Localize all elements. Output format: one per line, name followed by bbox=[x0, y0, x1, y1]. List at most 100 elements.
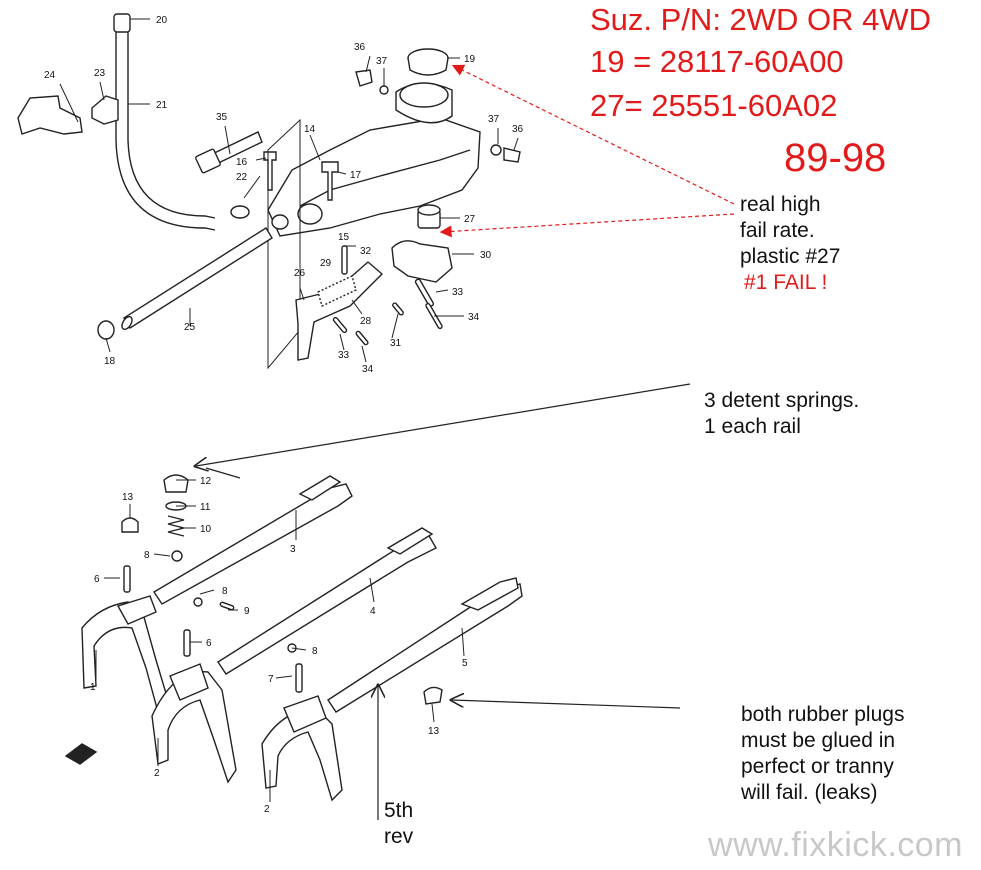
shaft-25 bbox=[121, 227, 273, 331]
label-22: 22 bbox=[236, 172, 248, 183]
pin-32 bbox=[341, 245, 348, 275]
label-15: 15 bbox=[338, 232, 350, 243]
bolt-36-right bbox=[503, 147, 521, 163]
label-16: 16 bbox=[236, 157, 248, 168]
label-7: 7 bbox=[268, 674, 274, 685]
label-35: 35 bbox=[216, 112, 228, 123]
bolt-35 bbox=[195, 131, 263, 174]
shift-case-14 bbox=[267, 82, 481, 370]
label-32: 32 bbox=[360, 246, 372, 257]
header-part-numbers-title: Suz. P/N: 2WD OR 4WD bbox=[590, 2, 932, 37]
label-31: 31 bbox=[390, 338, 402, 349]
spring-10 bbox=[167, 515, 185, 537]
note-detent-springs: 3 detent springs. 1 each rail bbox=[704, 388, 859, 440]
label-20: 20 bbox=[156, 15, 168, 26]
label-6a: 6 bbox=[94, 574, 100, 585]
ball-8b bbox=[193, 597, 203, 607]
rail-5 bbox=[327, 577, 523, 713]
label-30: 30 bbox=[480, 250, 492, 261]
label-19: 19 bbox=[464, 54, 476, 65]
plug-13-bottom bbox=[423, 686, 443, 705]
note-plugs-line-2: must be glued in bbox=[741, 729, 896, 752]
label-14: 14 bbox=[304, 124, 316, 135]
fork-2b bbox=[261, 695, 343, 802]
note-detent-line-2: 1 each rail bbox=[704, 415, 801, 438]
label-26: 26 bbox=[294, 268, 306, 279]
note-fail-red: #1 FAIL ! bbox=[744, 271, 828, 294]
label-17: 17 bbox=[350, 170, 362, 181]
label-10: 10 bbox=[200, 524, 212, 535]
pin-6b bbox=[183, 629, 191, 657]
bolt-17 bbox=[321, 161, 339, 201]
pin-6a bbox=[123, 565, 131, 593]
front-arrow-icon bbox=[64, 743, 98, 765]
label-5: 5 bbox=[462, 658, 468, 669]
note-rubber-plugs: both rubber plugs must be glued in perfe… bbox=[741, 702, 904, 806]
watermark: www.fixkick.com bbox=[708, 826, 963, 864]
note-plugs-line-1: both rubber plugs bbox=[741, 703, 905, 726]
boot-19 bbox=[407, 48, 449, 76]
bracket-24 bbox=[17, 95, 83, 135]
note-rev-line-1: 5th bbox=[384, 799, 414, 822]
label-4: 4 bbox=[370, 606, 376, 617]
label-6b: 6 bbox=[206, 638, 212, 649]
pin-34b bbox=[355, 330, 369, 346]
label-13-top: 13 bbox=[122, 492, 134, 503]
fork-1 bbox=[81, 595, 169, 714]
label-34a: 34 bbox=[468, 312, 480, 323]
header-part-19: 19 = 28117-60A00 bbox=[590, 44, 844, 79]
bolt-16 bbox=[263, 151, 277, 191]
seal-18 bbox=[97, 320, 115, 340]
pin-31 bbox=[392, 302, 404, 316]
label-36-top: 36 bbox=[354, 42, 366, 53]
fork-2a bbox=[151, 663, 237, 784]
note-detent-line-1: 3 detent springs. bbox=[704, 389, 860, 412]
clamp-23 bbox=[91, 95, 119, 125]
pin-9 bbox=[219, 601, 235, 611]
note-fail-line-3: plastic #27 bbox=[740, 245, 841, 268]
label-33a: 33 bbox=[452, 287, 464, 298]
red-dashed-arrows bbox=[439, 64, 735, 238]
rail-3 bbox=[153, 475, 353, 605]
pin-7 bbox=[295, 663, 303, 693]
note-fail-line-2: fail rate. bbox=[740, 219, 815, 242]
label-21: 21 bbox=[156, 100, 168, 111]
breather-hose-21 bbox=[113, 13, 216, 231]
label-34b: 34 bbox=[362, 364, 374, 375]
label-37-top: 37 bbox=[376, 56, 388, 67]
label-12: 12 bbox=[200, 476, 212, 487]
note-fail-rate: real high fail rate. plastic #27 #1 FAIL… bbox=[740, 192, 840, 296]
label-2b: 2 bbox=[264, 804, 270, 815]
note-rev-line-2: rev bbox=[384, 825, 414, 848]
plug-12 bbox=[163, 474, 189, 493]
note-plugs-line-3: perfect or tranny bbox=[741, 755, 894, 778]
label-8c: 8 bbox=[312, 646, 318, 657]
label-33b: 33 bbox=[338, 350, 350, 361]
lever-30 bbox=[391, 240, 453, 283]
washer-37-right bbox=[490, 144, 502, 156]
bushing-27 bbox=[417, 204, 441, 229]
bolt-36-top bbox=[355, 69, 373, 87]
label-11: 11 bbox=[200, 502, 211, 513]
header-part-27: 27= 25551-60A02 bbox=[590, 88, 838, 123]
label-23: 23 bbox=[94, 68, 106, 79]
header-years: 89-98 bbox=[784, 136, 887, 180]
label-8a: 8 bbox=[144, 550, 150, 561]
pin-33b bbox=[332, 316, 348, 334]
shifter-arm-26 bbox=[295, 261, 384, 361]
ball-8a bbox=[171, 550, 183, 562]
label-36-right: 36 bbox=[512, 124, 524, 135]
label-9: 9 bbox=[244, 606, 250, 617]
black-arrows bbox=[196, 383, 691, 820]
plug-13-top bbox=[121, 517, 139, 533]
note-fail-line-1: real high bbox=[740, 193, 821, 216]
label-3: 3 bbox=[290, 544, 296, 555]
pin-33a bbox=[414, 278, 435, 307]
label-24: 24 bbox=[44, 70, 56, 81]
label-37-right: 37 bbox=[488, 114, 500, 125]
label-1: 1 bbox=[90, 682, 96, 693]
label-27: 27 bbox=[464, 214, 476, 225]
note-5th-rev: 5th rev bbox=[384, 798, 413, 850]
label-18: 18 bbox=[104, 356, 116, 367]
